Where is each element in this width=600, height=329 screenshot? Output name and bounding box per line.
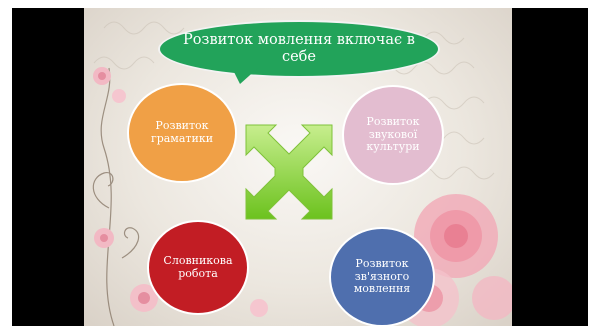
letterbox-left (12, 8, 84, 326)
letterbox-right (512, 8, 588, 326)
node-label: Розвиток звукової культури (366, 115, 420, 154)
title-bubble: Розвиток мовлення включає в себе (158, 20, 440, 78)
diagram-title: Розвиток мовлення включає в себе (183, 32, 415, 65)
slide: Розвиток мовлення включає в себе Розвито… (84, 8, 512, 326)
node-grammar: Розвиток граматики (127, 83, 237, 183)
node-label: Словникова робота (163, 253, 233, 280)
title-bubble-tail (232, 68, 258, 84)
node-label: Розвиток зв'язного мовлення (353, 257, 411, 296)
four-way-arrow-icon (245, 124, 333, 220)
node-label: Розвиток граматики (150, 119, 214, 145)
node-connected-speech: Розвиток зв'язного мовлення (329, 227, 435, 326)
node-vocabulary-work: Словникова робота (147, 220, 249, 315)
node-sound-culture: Розвиток звукової культури (342, 85, 444, 185)
